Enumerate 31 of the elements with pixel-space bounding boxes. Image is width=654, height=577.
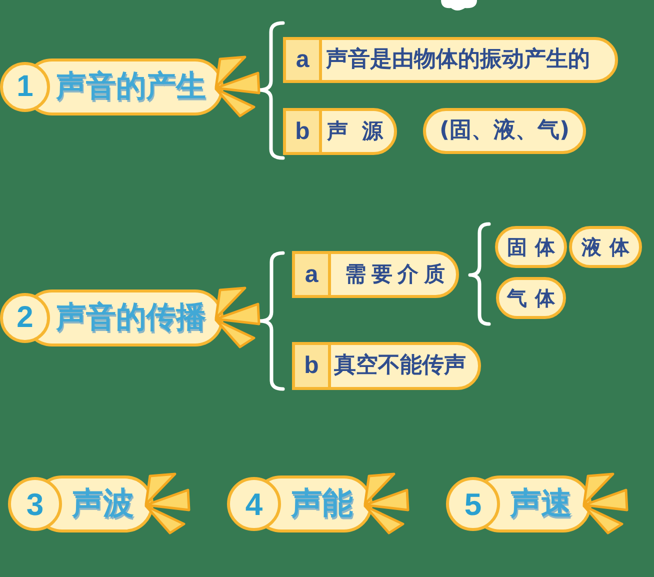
topic-banner xyxy=(0,286,262,350)
letter-tab: b xyxy=(286,111,322,152)
term-pill: 气体 xyxy=(496,277,566,319)
topic-banner xyxy=(0,55,262,119)
number-badge: 4 xyxy=(227,477,281,531)
term-pill: 固体 xyxy=(495,226,567,268)
topic-banner xyxy=(8,472,192,536)
subtopic-text: 声源 xyxy=(327,120,383,144)
number-badge: 1 xyxy=(0,62,50,112)
topic-title: 声能 xyxy=(291,488,353,520)
topic-title: 声音的产生 xyxy=(56,72,206,102)
number-badge: 3 xyxy=(8,477,62,531)
subtopic-text: 需要介质 xyxy=(345,262,445,286)
term-pill: (固、液、气) xyxy=(423,108,586,154)
subtopic-pill xyxy=(292,251,459,298)
topic-banner xyxy=(446,472,630,536)
subtopic-pill xyxy=(283,108,397,155)
letter-tab: b xyxy=(295,345,331,387)
subtopic-pill xyxy=(283,37,618,83)
subtopic-pill xyxy=(292,342,481,390)
letter-tab: a xyxy=(286,40,322,80)
number-badge: 2 xyxy=(0,293,50,343)
letter-tab: a xyxy=(295,254,331,295)
topic-title: 声音的传播 xyxy=(56,303,206,333)
topic-banner xyxy=(227,472,411,536)
topic-title: 声波 xyxy=(72,488,134,520)
number-badge: 5 xyxy=(446,477,500,531)
subtopic-text: 真空不能传声 xyxy=(334,354,466,378)
term-pill: 液体 xyxy=(569,226,642,268)
topic-title: 声速 xyxy=(510,488,572,520)
subtopic-text: 声音是由物体的振动产生的 xyxy=(326,48,590,72)
